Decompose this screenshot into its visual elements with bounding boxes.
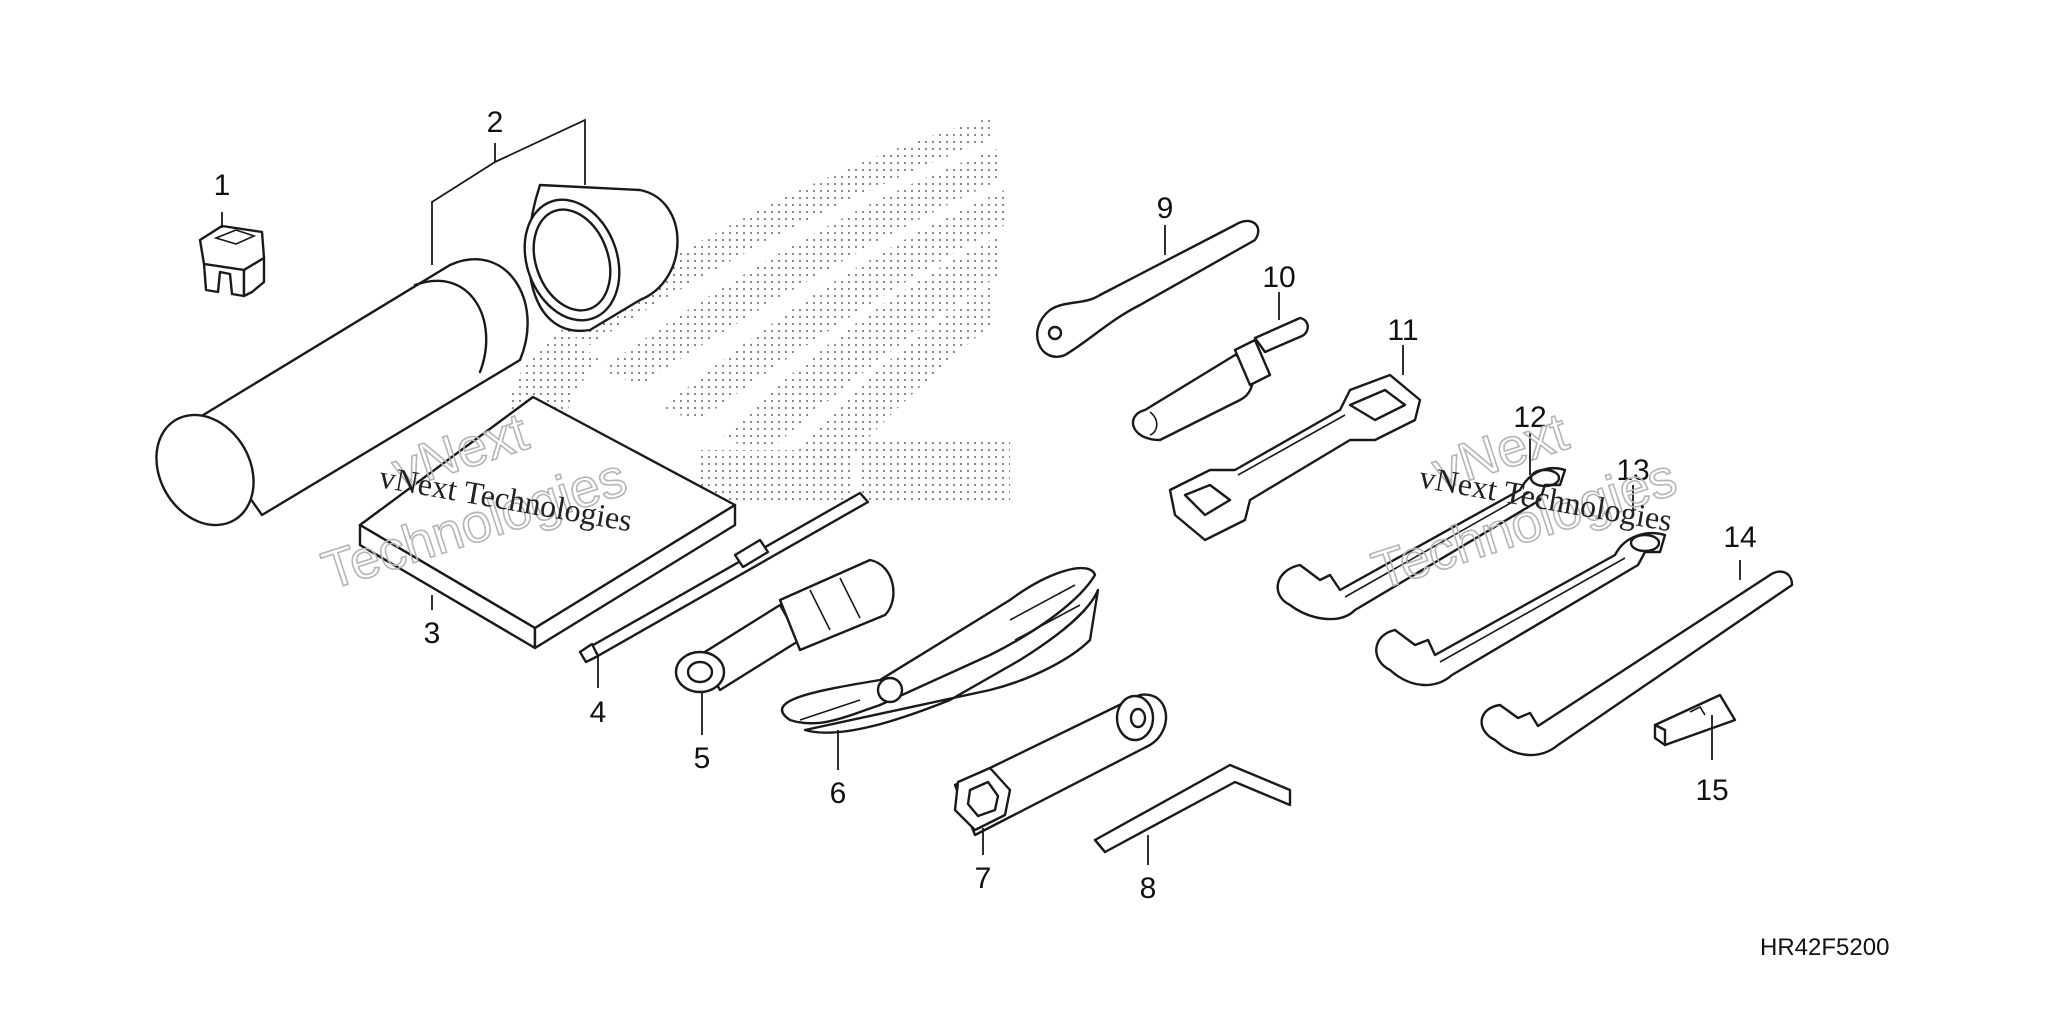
part-screwdriver-handle bbox=[674, 558, 895, 694]
part-number-1: 1 bbox=[214, 169, 231, 202]
drawing-code: HR42F5200 bbox=[1760, 934, 1889, 961]
part-pliers bbox=[781, 567, 1100, 734]
part-screwdriver bbox=[578, 491, 870, 664]
part-hex-key bbox=[1093, 763, 1292, 854]
part-wrench-12 bbox=[1276, 467, 1567, 621]
part-number-11: 11 bbox=[1387, 314, 1418, 347]
part-pin-spanner bbox=[1036, 219, 1260, 358]
part-number-8: 8 bbox=[1140, 872, 1157, 905]
part-number-6: 6 bbox=[830, 777, 847, 810]
part-owners-manual bbox=[358, 395, 737, 650]
part-number-2: 2 bbox=[487, 106, 504, 139]
part-number-15: 15 bbox=[1695, 774, 1728, 807]
part-wrench-14 bbox=[1480, 570, 1794, 757]
part-number-12: 12 bbox=[1513, 401, 1546, 434]
part-number-labels: 1 2 3 4 5 6 7 8 9 10 11 12 13 14 15 bbox=[214, 106, 1757, 905]
part-number-3: 3 bbox=[424, 617, 441, 650]
part-number-10: 10 bbox=[1262, 261, 1295, 294]
part-plug-wrench bbox=[953, 693, 1168, 837]
part-wrench-13 bbox=[1375, 532, 1667, 687]
part-clip bbox=[1653, 693, 1737, 747]
part-socket-tool bbox=[1131, 316, 1309, 442]
part-fuse bbox=[198, 224, 266, 298]
part-tool-tube bbox=[155, 183, 679, 527]
part-number-13: 13 bbox=[1616, 454, 1649, 487]
part-box-wrench bbox=[1168, 373, 1422, 542]
background-wing-logo bbox=[507, 118, 1010, 505]
leader-lines bbox=[221, 118, 1741, 865]
part-number-4: 4 bbox=[590, 696, 607, 729]
part-number-14: 14 bbox=[1723, 521, 1756, 554]
part-number-5: 5 bbox=[694, 742, 711, 775]
watermark-right: vNext Technologies vNext Technologies bbox=[1364, 401, 1684, 602]
part-number-7: 7 bbox=[975, 862, 992, 895]
part-number-9: 9 bbox=[1157, 192, 1174, 225]
